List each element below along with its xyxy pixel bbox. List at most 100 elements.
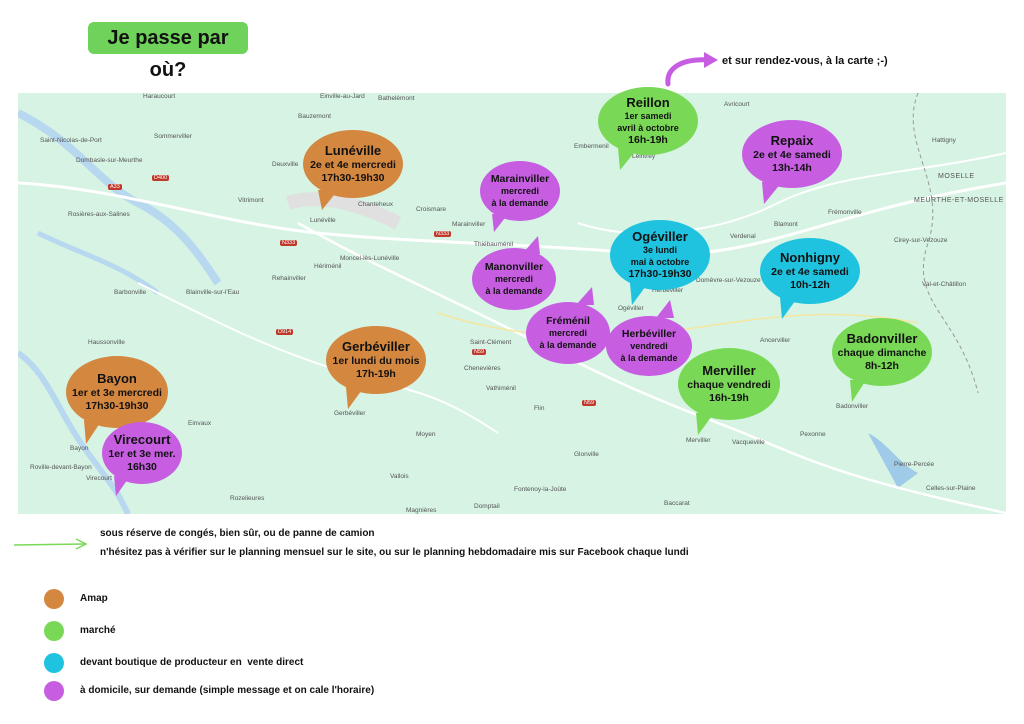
town-label: Vallois bbox=[390, 473, 409, 480]
road-label: A33 bbox=[108, 184, 122, 190]
stop-bubble-repaix[interactable]: Repaix 2e et 4e samedi 13h-14h bbox=[742, 120, 842, 188]
town-label: Rosières-aux-Salines bbox=[68, 211, 130, 218]
road-label: D914 bbox=[276, 329, 294, 335]
town-label: Pierre-Percée bbox=[894, 461, 935, 468]
bubble-tail bbox=[346, 387, 364, 409]
town-label: Roville-devant-Bayon bbox=[30, 464, 92, 471]
town-label: Domptail bbox=[474, 503, 500, 510]
stop-bubble-ogeviller[interactable]: Ogéviller 3e lundi mai à octobre 17h30-1… bbox=[610, 220, 710, 290]
legend-domicile-dot bbox=[44, 681, 64, 701]
stop-bubble-luneville[interactable]: Lunéville 2e et 4e mercredi 17h30-19h30 bbox=[303, 130, 403, 198]
legend-marche-dot bbox=[44, 621, 64, 641]
planning-note: n'hésitez pas à vérifier sur le planning… bbox=[100, 547, 689, 558]
region-label: MEURTHE-ET-MOSELLE bbox=[914, 197, 1004, 204]
town-label: Avricourt bbox=[724, 101, 750, 108]
town-label: Virecourt bbox=[86, 475, 112, 482]
town-label: Embermenil bbox=[574, 143, 609, 150]
bubble-tail bbox=[318, 190, 338, 210]
bubble-tail bbox=[618, 148, 638, 170]
bubble-tail bbox=[84, 420, 102, 444]
town-label: Gerbéviller bbox=[334, 410, 366, 417]
legend-domicile-label: à domicile, sur demande (simple message … bbox=[80, 685, 375, 696]
stop-bubble-reillon[interactable]: Reillon 1er samedi avril à octobre 16h-1… bbox=[598, 87, 698, 155]
town-label: Badonviller bbox=[836, 403, 869, 410]
town-label: Croismare bbox=[416, 206, 446, 213]
town-label: Saint-Clément bbox=[470, 339, 512, 346]
road-label: N333 bbox=[280, 240, 298, 246]
bubble-tail bbox=[780, 297, 798, 319]
town-label: Baccarat bbox=[664, 500, 690, 507]
bubble-tail bbox=[762, 182, 782, 204]
town-label: Blamont bbox=[774, 221, 798, 228]
stop-bubble-bayon[interactable]: Bayon 1er et 3e mercredi 17h30-19h30 bbox=[66, 356, 168, 428]
town-label: Einvaux bbox=[188, 420, 212, 427]
town-label: Vacqueville bbox=[732, 439, 765, 446]
town-label: Bayon bbox=[70, 445, 89, 452]
town-label: Barbonville bbox=[114, 289, 147, 296]
town-label: Bathelémont bbox=[378, 95, 415, 102]
town-label: Verdenal bbox=[730, 233, 756, 240]
town-label: Haraucourt bbox=[143, 93, 176, 100]
town-label: Hattigny bbox=[932, 137, 956, 144]
purple-arrow-icon bbox=[665, 52, 718, 87]
legend-amap-dot bbox=[44, 589, 64, 609]
stop-bubble-manonviller[interactable]: Manonviller mercredi à la demande bbox=[472, 248, 556, 310]
bubble-tail bbox=[656, 300, 674, 318]
legend-amap-label: Amap bbox=[80, 593, 108, 604]
bubble-tail bbox=[696, 413, 714, 435]
town-label: Vathiménil bbox=[486, 385, 516, 392]
town-label: Moyen bbox=[416, 431, 436, 438]
road-label: N59 bbox=[472, 349, 487, 355]
town-label: Fontenoy-la-Joûte bbox=[514, 486, 567, 493]
town-label: Lunéville bbox=[310, 217, 336, 224]
bubble-tail bbox=[114, 476, 130, 496]
road-label: N59 bbox=[582, 400, 597, 406]
town-label: Sommerviller bbox=[154, 133, 192, 140]
town-label: Deuxville bbox=[272, 161, 299, 168]
reserve-note: sous réserve de congés, bien sûr, ou de … bbox=[100, 528, 375, 539]
bubble-tail bbox=[850, 380, 866, 402]
town-label: Vitrimont bbox=[238, 197, 264, 204]
page-title: Je passe par où? bbox=[88, 22, 248, 81]
town-label: Magnières bbox=[406, 507, 437, 514]
bubble-tail bbox=[630, 283, 648, 305]
town-label: Val-et-Châtillon bbox=[922, 281, 966, 288]
stop-bubble-badonviller[interactable]: Badonviller chaque dimanche 8h-12h bbox=[832, 318, 932, 386]
bubble-tail bbox=[492, 214, 508, 232]
town-label: Pexonne bbox=[800, 431, 826, 438]
town-label: Blainville-sur-l'Eau bbox=[186, 289, 240, 296]
bubble-tail bbox=[522, 236, 540, 254]
stop-bubble-fremenil[interactable]: Fréménil mercredi à la demande bbox=[526, 302, 610, 364]
stop-bubble-marainviller[interactable]: Marainviller mercredi à la demande bbox=[480, 161, 560, 221]
town-label: Herbéviller bbox=[652, 287, 684, 294]
region-label: MOSELLE bbox=[938, 173, 975, 180]
town-label: Haussonville bbox=[88, 339, 125, 346]
road-label: D400 bbox=[152, 175, 170, 181]
road-label: N333 bbox=[434, 231, 452, 237]
legend-boutique-dot bbox=[44, 653, 64, 673]
town-label: Rehainviller bbox=[272, 275, 306, 282]
town-label: Frémonville bbox=[828, 209, 862, 216]
town-label: Thiébauménil bbox=[474, 241, 514, 248]
town-label: Cirey-sur-Vezouze bbox=[894, 237, 948, 244]
town-label: Moncel-lès-Lunéville bbox=[340, 255, 400, 262]
legend-boutique-label: devant boutique de producteur en vente d… bbox=[80, 657, 304, 668]
town-label: Chanteheux bbox=[358, 201, 394, 208]
green-arrow-icon bbox=[13, 538, 88, 550]
stop-bubble-herbeviller[interactable]: Herbéviller vendredi à la demande bbox=[606, 316, 692, 376]
stop-bubble-merviller[interactable]: Merviller chaque vendredi 16h-19h bbox=[678, 348, 780, 420]
stop-bubble-virecourt[interactable]: Virecourt 1er et 3e mer. 16h30 bbox=[102, 422, 182, 484]
town-label: Flin bbox=[534, 405, 545, 412]
town-label: Hériménil bbox=[314, 263, 342, 270]
town-label: Einville-au-Jard bbox=[320, 93, 365, 100]
town-label: Rozelieures bbox=[230, 495, 265, 502]
town-label: Domèvre-sur-Vezouze bbox=[696, 277, 761, 284]
town-label: Dombasle-sur-Meurthe bbox=[76, 157, 143, 164]
rendez-vous-note: et sur rendez-vous, à la carte ;-) bbox=[722, 55, 888, 67]
town-label: Leintrey bbox=[632, 153, 656, 160]
stop-bubble-gerbeviller[interactable]: Gerbéviller 1er lundi du mois 17h-19h bbox=[326, 326, 426, 394]
legend-marche-label: marché bbox=[80, 625, 116, 636]
town-label: Ogéviller bbox=[618, 305, 644, 312]
stop-bubble-nonhigny[interactable]: Nonhigny 2e et 4e samedi 10h-12h bbox=[760, 238, 860, 304]
town-label: Bauzemont bbox=[298, 113, 331, 120]
